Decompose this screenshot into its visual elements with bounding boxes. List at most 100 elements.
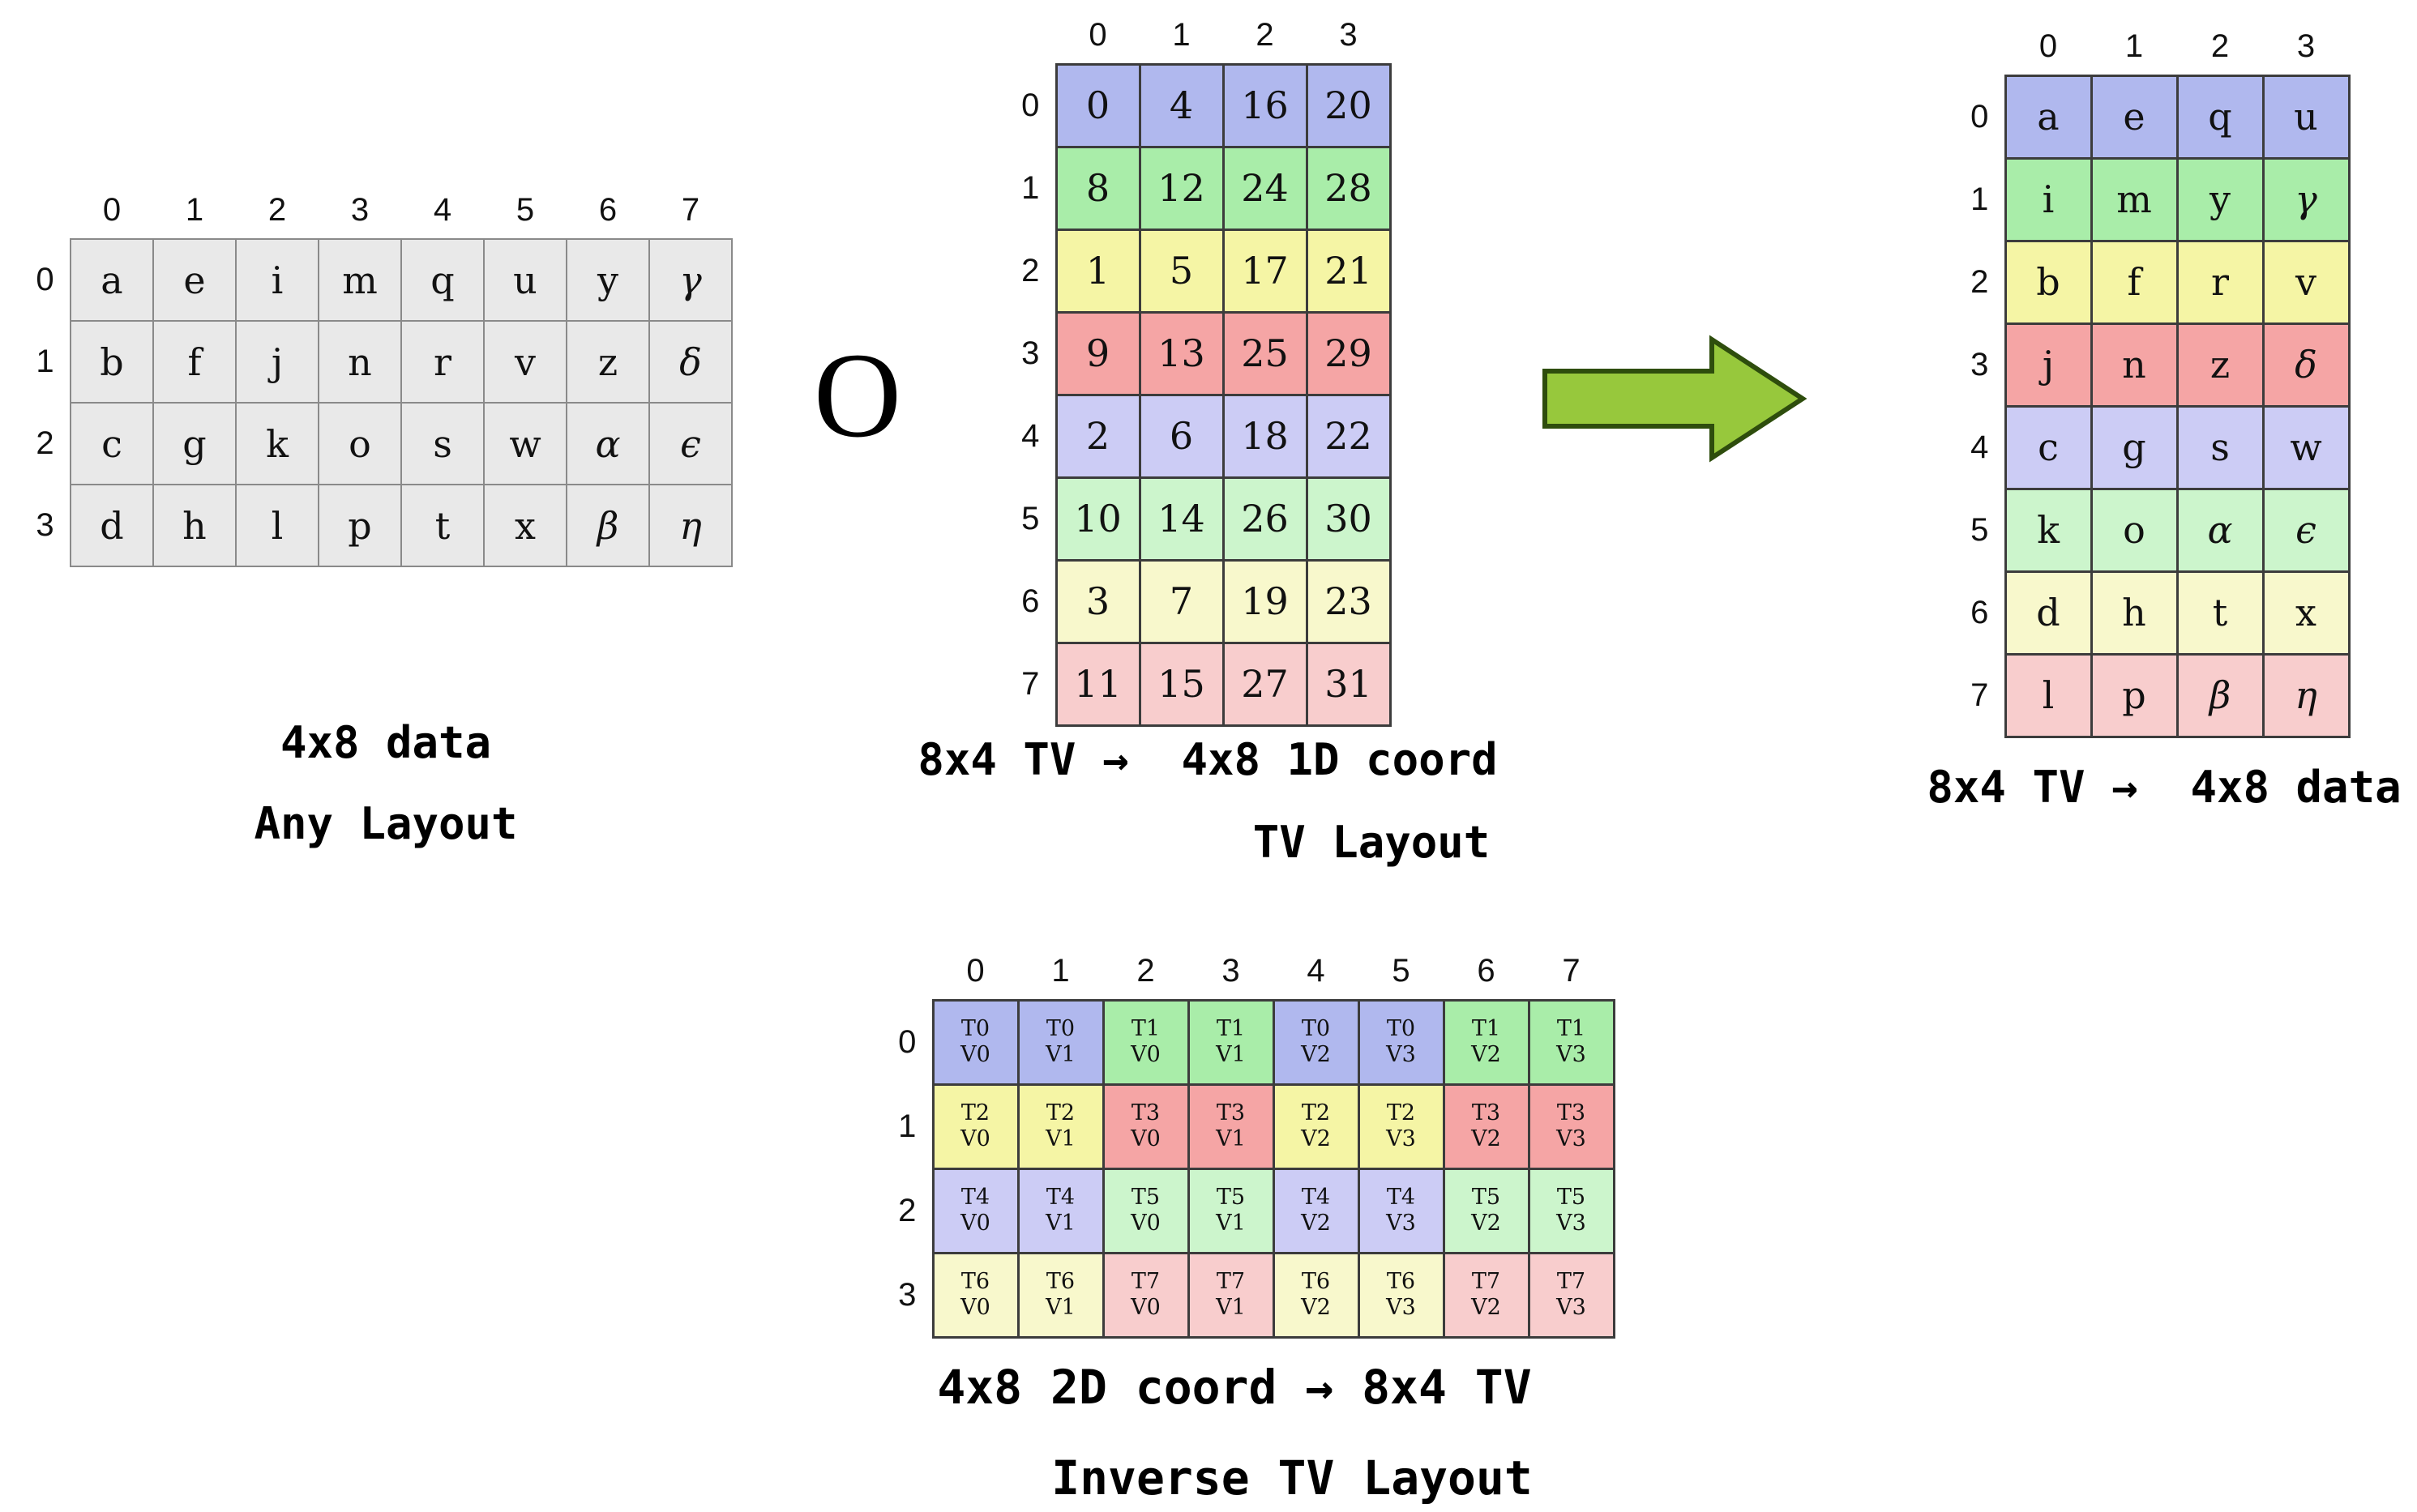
- cell-text: T2: [1046, 1100, 1076, 1125]
- cell-text: T2: [1386, 1100, 1416, 1125]
- grid-cell: 25: [1221, 310, 1308, 396]
- cell-text: f: [187, 340, 202, 384]
- cell-text: g: [2122, 425, 2146, 469]
- cell-text: V1: [1046, 1042, 1076, 1067]
- cell-text: k: [266, 421, 289, 466]
- cell-text: 3: [1085, 579, 1110, 623]
- cell-text: V3: [1556, 1126, 1586, 1151]
- cell-text: 29: [1324, 331, 1372, 375]
- cell-text: 7: [1169, 579, 1194, 623]
- col-header: 2: [2210, 28, 2230, 64]
- cell-text: η: [679, 503, 702, 548]
- grid-cell: 23: [1305, 558, 1392, 644]
- col-header: 5: [515, 192, 535, 228]
- cell-text: 4: [1169, 83, 1194, 127]
- grid-cell: 4: [1138, 62, 1225, 148]
- cell-text: m: [342, 258, 378, 302]
- cell-text: j: [2042, 343, 2055, 387]
- grid-cell: β: [2175, 652, 2265, 738]
- cell-text: V3: [1386, 1042, 1416, 1067]
- col-header: 1: [2124, 28, 2144, 64]
- cell-text: T2: [1301, 1100, 1331, 1125]
- grid-cell: w: [2261, 404, 2351, 490]
- cell-text: V2: [1471, 1211, 1501, 1236]
- grid-cell: η: [648, 484, 733, 567]
- row-header: 7: [1021, 665, 1040, 702]
- grid-cell: g: [152, 402, 237, 485]
- inverse-table-caption-line2: Inverse TV Layout: [1051, 1450, 1533, 1506]
- cell-text: l: [2042, 673, 2055, 717]
- col-header: 5: [1392, 952, 1410, 989]
- cell-text: 30: [1324, 497, 1372, 540]
- grid-cell: ϵ: [2261, 487, 2351, 573]
- cell-text: 10: [1074, 497, 1122, 540]
- grid-cell: b: [70, 320, 154, 404]
- cell-text: V0: [1131, 1295, 1161, 1320]
- cell-text: u: [2294, 95, 2318, 139]
- row-header: 1: [1021, 169, 1040, 206]
- cell-text: V3: [1386, 1211, 1416, 1236]
- cell-text: 24: [1241, 166, 1289, 210]
- cell-text: z: [597, 340, 618, 384]
- cell-text: β: [2209, 673, 2231, 717]
- grid-cell: o: [318, 402, 402, 485]
- data-table-caption-line2: Any Layout: [254, 798, 518, 849]
- cell-text: T0: [1046, 1016, 1076, 1041]
- cell-text: 5: [1169, 249, 1194, 293]
- row-header: 2: [1970, 263, 1989, 300]
- row-header: 0: [898, 1023, 917, 1060]
- cell-text: l: [271, 503, 284, 548]
- grid-cell: b: [2004, 239, 2093, 325]
- result-arrow-icon: [1542, 335, 1807, 463]
- row-header: 6: [1021, 583, 1040, 619]
- row-header: 4: [1970, 429, 1989, 465]
- grid-cell: n: [318, 320, 402, 404]
- cell-text: V2: [1471, 1126, 1501, 1151]
- cell-text: s: [433, 421, 452, 466]
- col-header: 7: [1562, 952, 1581, 989]
- cell-text: 8: [1085, 166, 1110, 210]
- grid-cell: h: [2090, 570, 2179, 656]
- grid-cell: t: [400, 484, 485, 567]
- cell-text: V0: [960, 1042, 990, 1067]
- cell-text: h: [182, 503, 207, 548]
- row-header: 1: [1970, 181, 1989, 217]
- grid-cell: 18: [1221, 393, 1308, 479]
- cell-text: δ: [679, 340, 702, 384]
- grid-cell: 2: [1054, 393, 1141, 479]
- cell-text: 25: [1241, 331, 1289, 375]
- cell-text: T1: [1216, 1016, 1246, 1041]
- cell-text: V0: [1131, 1126, 1161, 1151]
- cell-text: o: [2123, 508, 2145, 552]
- grid-cell: 13: [1138, 310, 1225, 396]
- cell-text: T6: [960, 1269, 990, 1294]
- cell-text: β: [597, 503, 619, 548]
- cell-text: q: [2208, 95, 2232, 139]
- grid-cell: s: [400, 402, 485, 485]
- cell-text: e: [183, 258, 206, 302]
- cell-text: z: [2210, 343, 2231, 387]
- row-header: 3: [1021, 335, 1040, 371]
- corner-spacer: [1955, 19, 2005, 75]
- cell-text: T3: [1216, 1100, 1246, 1125]
- cell-text: V1: [1216, 1211, 1246, 1236]
- grid-cell: δ: [648, 320, 733, 404]
- cell-text: T7: [1556, 1269, 1586, 1294]
- row-header: 3: [36, 507, 54, 543]
